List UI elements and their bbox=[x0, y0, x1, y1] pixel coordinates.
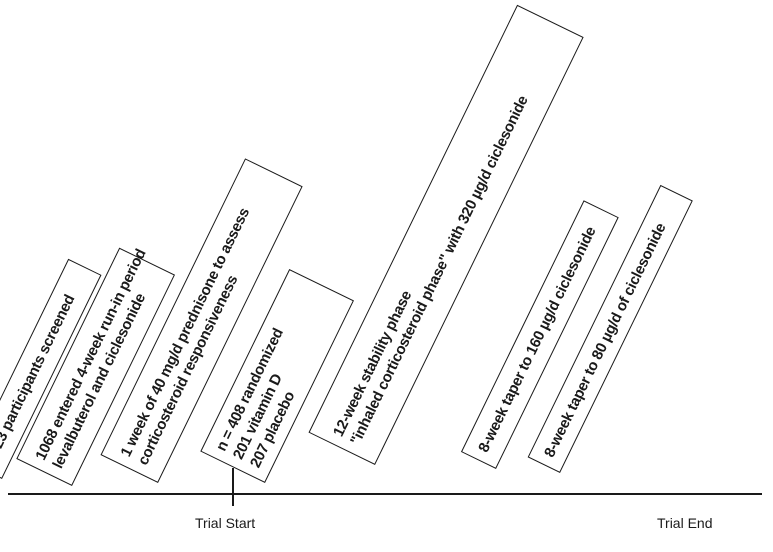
trial-start-label: Trial Start bbox=[195, 515, 256, 531]
phase-label: n = 408 randomized 201 vitamin D 207 pla… bbox=[211, 325, 321, 471]
trial-end-label: Trial End bbox=[657, 515, 713, 531]
phase-label-line: 12-week stability phase bbox=[329, 288, 416, 440]
phase-box-stability: 12-week stability phase "inhaled cortico… bbox=[308, 4, 584, 465]
timeline-axis bbox=[8, 493, 762, 495]
trial-start-tick bbox=[232, 468, 234, 506]
